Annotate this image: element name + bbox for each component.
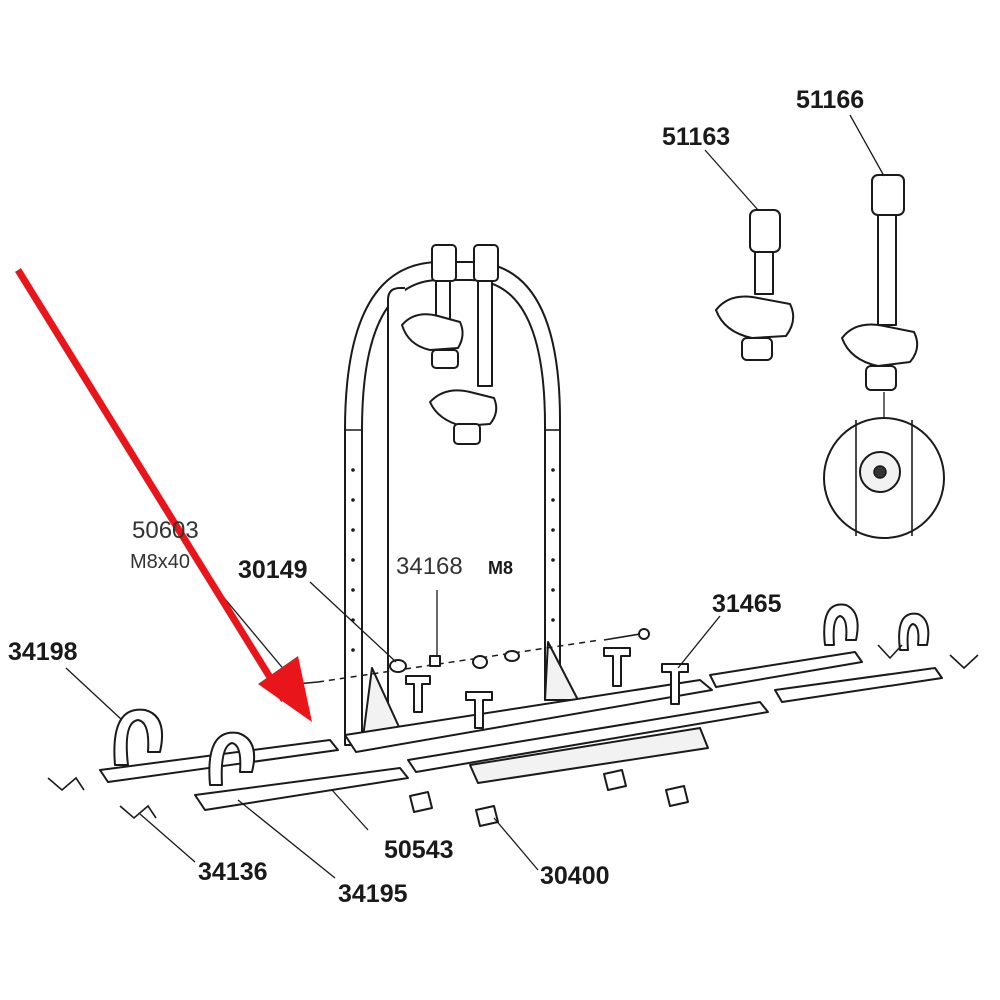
label-34198: 34198 xyxy=(8,638,78,666)
end-clip-34136-b xyxy=(119,804,157,820)
frame-holes xyxy=(351,468,555,652)
washer-right-b xyxy=(504,650,520,662)
rail-left-front xyxy=(194,767,409,811)
label-30149: 30149 xyxy=(238,556,308,584)
wheel-strap-left-1 xyxy=(113,708,164,766)
nut-30400-2 xyxy=(475,805,499,827)
leader-lines xyxy=(65,114,885,879)
wheel-strap-right-2 xyxy=(898,612,930,651)
label-50603: 50603 xyxy=(132,517,199,544)
t-bolt-2 xyxy=(465,691,493,729)
upright-frame xyxy=(344,261,579,746)
label-50543: 50543 xyxy=(384,836,454,864)
red-arrow-pointer xyxy=(15,268,312,722)
frame-holder-lower xyxy=(429,244,499,445)
nut-30400-1 xyxy=(409,791,433,813)
nut-30400-4 xyxy=(665,785,689,807)
base-platform xyxy=(344,679,769,784)
t-bolt-31465 xyxy=(661,663,689,705)
t-bolt-3 xyxy=(603,647,631,687)
nut-right-a xyxy=(472,655,488,669)
nut-30400-3 xyxy=(603,769,627,791)
holder-51163 xyxy=(715,209,795,361)
nut-34168 xyxy=(429,655,441,667)
label-34195: 34195 xyxy=(338,880,408,908)
detail-zoom-circle xyxy=(823,392,945,539)
holder-51166 xyxy=(841,174,919,391)
label-51163: 51163 xyxy=(662,123,730,151)
assembly-axis-line xyxy=(317,639,601,683)
t-bolt-1 xyxy=(405,675,431,713)
label-34168-spec: M8 xyxy=(488,558,513,578)
label-30400: 30400 xyxy=(540,862,610,890)
label-34168: 34168 xyxy=(396,553,463,580)
label-34136: 34136 xyxy=(198,858,268,886)
wheel-strap-right-1 xyxy=(823,603,859,646)
wheel-strap-left-2 xyxy=(208,731,256,786)
end-clip-34136-a xyxy=(47,776,85,792)
label-50603-spec: M8x40 xyxy=(130,551,190,573)
label-31465: 31465 xyxy=(712,590,782,618)
long-bolt-right xyxy=(603,628,650,641)
rail-right-rear xyxy=(709,651,863,688)
frame-holder-upper xyxy=(401,244,464,369)
end-clip-right-a xyxy=(877,644,903,660)
end-clip-right-b xyxy=(949,654,979,670)
label-51166: 51166 xyxy=(796,86,864,114)
washer-30149 xyxy=(389,659,407,673)
rail-right-front xyxy=(774,667,943,703)
